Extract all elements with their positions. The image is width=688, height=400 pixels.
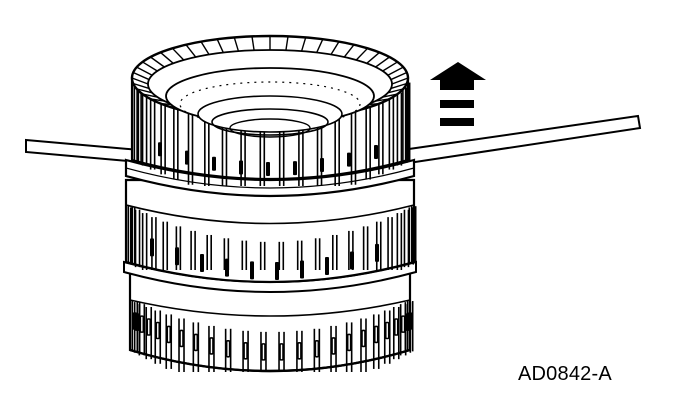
drum-section-bottom — [128, 268, 414, 373]
pry-bar-right — [401, 114, 642, 166]
pry-bar-left — [25, 138, 141, 164]
figure-label: AD0842-A — [518, 363, 612, 385]
drum-section-middle — [124, 178, 417, 284]
drum-section-top — [130, 34, 411, 186]
arrow-up-icon — [430, 62, 486, 126]
